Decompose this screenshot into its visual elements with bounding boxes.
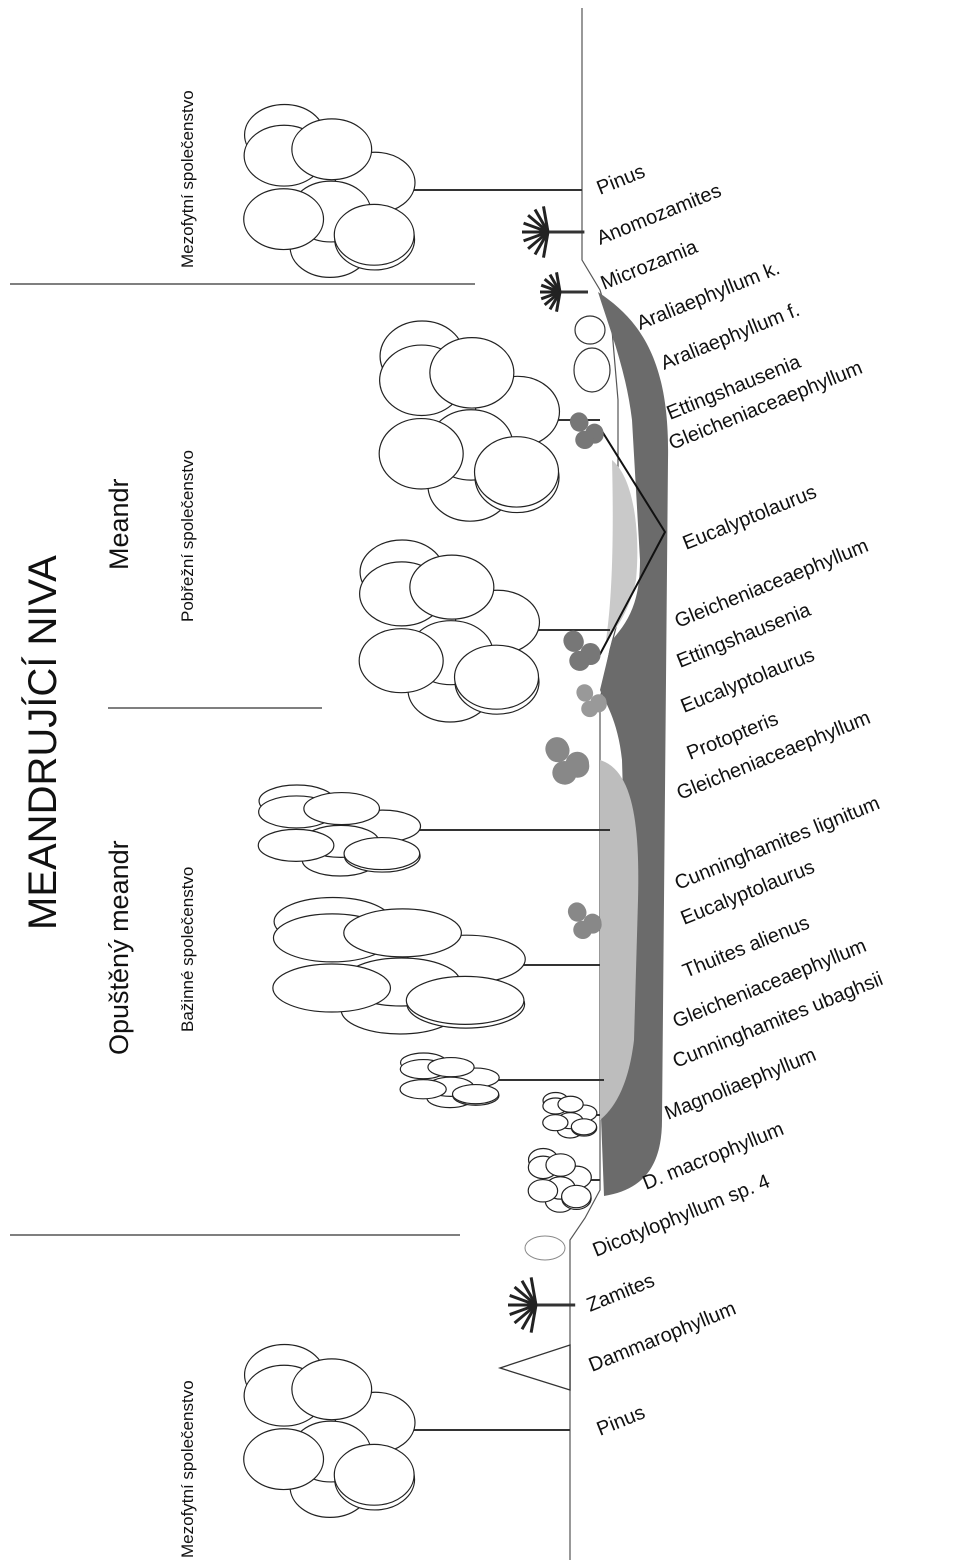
zamites-cycad: [508, 1277, 575, 1332]
anomozamites-cycad: [522, 206, 584, 257]
dicotylophyllum-plant: [525, 1236, 565, 1260]
ettingshausenia-plant: [574, 348, 610, 392]
thuites-shrub: [568, 902, 602, 939]
species-label: Pinus: [594, 160, 649, 199]
community-mezofytni-top: Mezofytní společenstvo: [178, 90, 197, 268]
microzamia-cycad: [540, 272, 588, 311]
community-mezofytni-bottom: Mezofytní společenstvo: [178, 1380, 197, 1558]
zone-meandr: Meandr: [104, 478, 134, 570]
dammarophyllum-conifer: [500, 1345, 570, 1390]
zone-opusteny-meandr: Opuštěný meandr: [104, 840, 134, 1055]
diagram-title: MEANDRUJÍCÍ NIVA: [20, 555, 65, 930]
species-label: Eucalyptolaurus: [680, 481, 820, 555]
conifer-pinus-top-tree: [244, 104, 582, 277]
small-broadleaf-2: [528, 1148, 600, 1212]
protopteris-fern: [545, 737, 589, 785]
broadleaf-tree-meandr-1: [379, 321, 600, 521]
araliaephyllum-plant: [575, 316, 605, 344]
species-label: Pinus: [594, 1401, 649, 1440]
small-broadleaf-1: [543, 1092, 600, 1138]
community-bazinne: Bažinné společenstvo: [178, 867, 197, 1032]
gleicheniaceaephyllum-fern-1: [570, 412, 604, 449]
cunninghamites-tree: [258, 785, 610, 876]
plant-illustrations: [244, 104, 610, 1517]
gleicheniaceaephyllum-fern-2: [563, 631, 600, 671]
community-pobrezni: Pobřežní společenstvo: [178, 450, 197, 622]
species-label: Zamites: [584, 1270, 658, 1317]
large-conifer-swamp-tree: [273, 897, 600, 1034]
